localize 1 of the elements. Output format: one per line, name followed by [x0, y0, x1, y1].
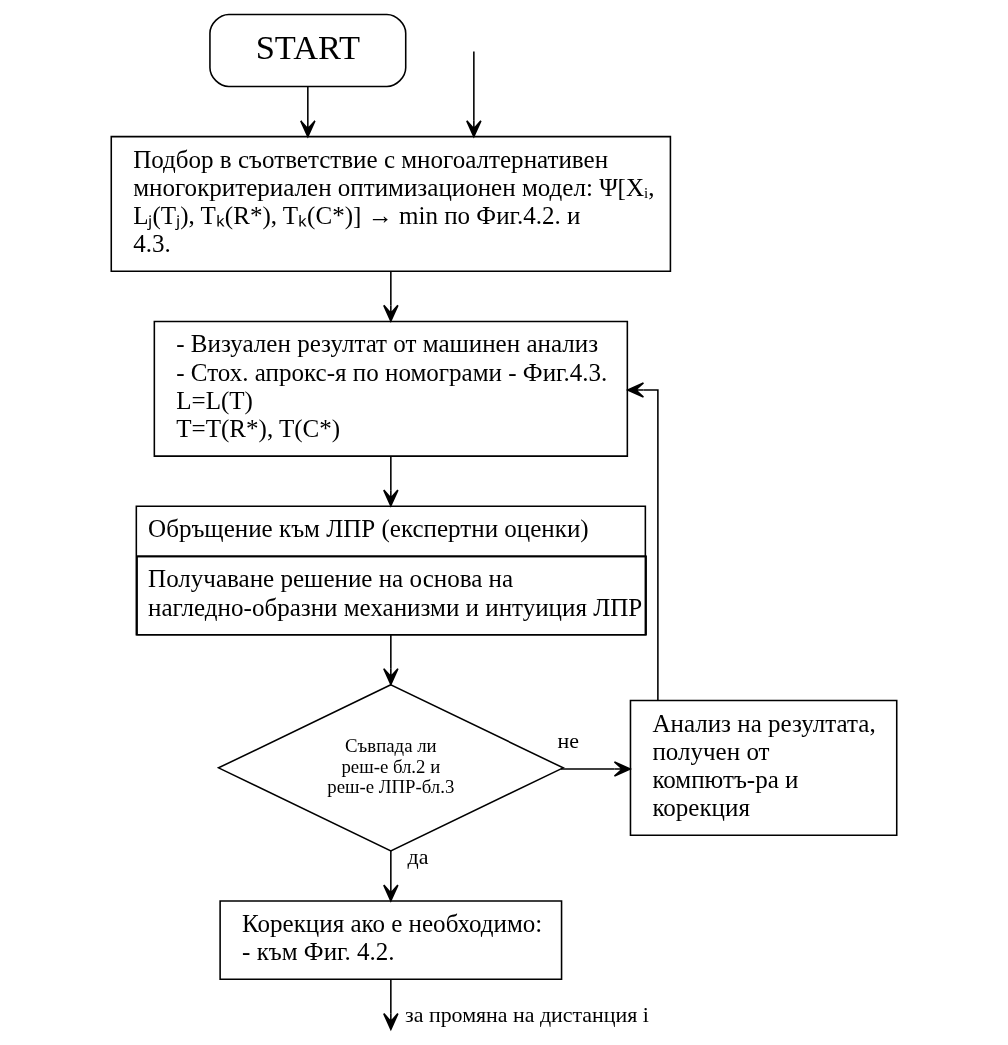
- edge-label: за промяна на дистанция і: [405, 1002, 649, 1028]
